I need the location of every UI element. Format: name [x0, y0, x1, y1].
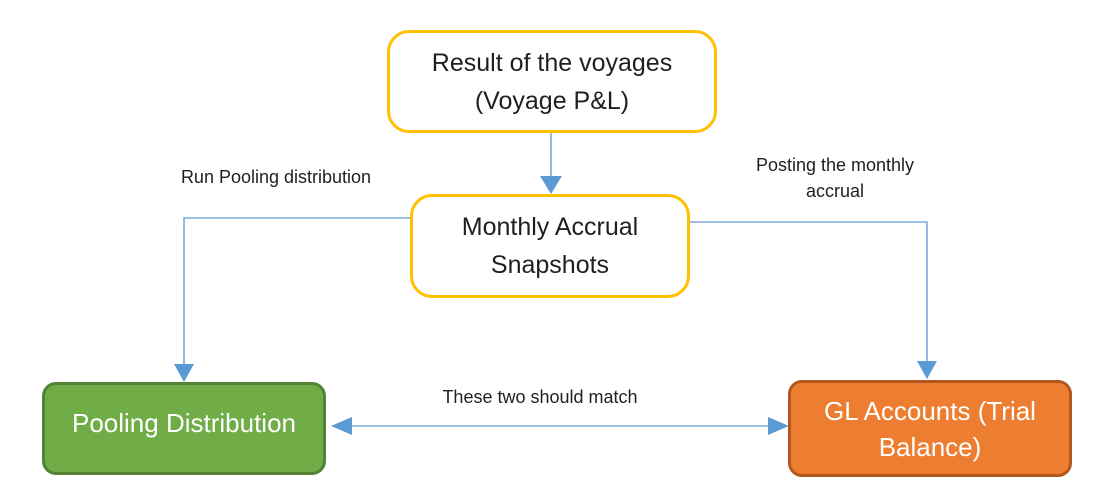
node-gl-accounts: GL Accounts (Trial Balance): [788, 380, 1072, 477]
node-pooling-distribution: Pooling Distribution: [42, 382, 326, 475]
node-monthly-accrual-line2: Snapshots: [490, 251, 610, 279]
node-monthly-accrual-snapshots: Monthly Accrual Snapshots: [410, 194, 690, 298]
arrow-accrual-to-gl: [690, 221, 937, 379]
label-run-pooling-distribution: Run Pooling distribution: [180, 167, 372, 187]
node-pooling-distribution-line1: Pooling Distribution: [71, 407, 296, 438]
node-voyage-result-line2: (Voyage P&L): [474, 86, 630, 115]
label-posting-monthly-accrual: Posting the monthly accrual: [755, 155, 915, 201]
node-gl-accounts-line1: GL Accounts (Trial: [824, 395, 1036, 426]
node-voyage-result-line1: Result of the voyages: [431, 48, 673, 77]
label-these-two-should-match: These two should match: [442, 387, 638, 407]
arrow-voyage-to-accrual: [540, 133, 562, 194]
arrow-match-double: [331, 417, 789, 435]
node-voyage-result: Result of the voyages (Voyage P&L): [387, 30, 717, 133]
arrow-accrual-to-pooling: [174, 217, 410, 382]
node-monthly-accrual-line1: Monthly Accrual: [461, 213, 639, 241]
node-gl-accounts-line2: Balance): [878, 431, 982, 462]
